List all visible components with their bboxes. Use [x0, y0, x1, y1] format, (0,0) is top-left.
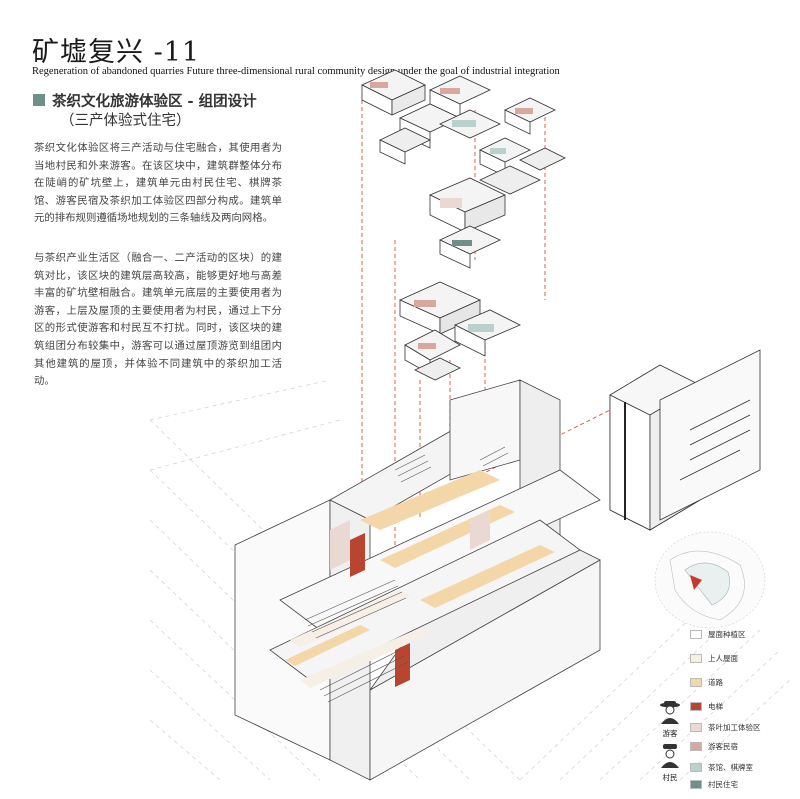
- legend-swatch: [690, 741, 702, 751]
- legend-swatch: [690, 722, 702, 732]
- description-paragraph-1: 茶织文化体验区将三产活动与住宅融合，其使用者为当地村民和外来游客。在该区块中，建…: [34, 142, 282, 225]
- exploded-layer-mid: [429, 165, 541, 269]
- legend-label: 茶馆、棋牌室: [708, 762, 753, 772]
- description-paragraph-2: 与茶织产业生活区（融合一、二产活动的区块）的建筑对比，该区块的建筑层高较高，能够…: [34, 252, 282, 388]
- exploded-layer-top: [361, 69, 566, 177]
- legend-label: 游客民宿: [708, 741, 738, 751]
- page-title: 矿墟复兴 -11: [32, 37, 201, 68]
- legend-swatch: [690, 653, 702, 663]
- page-subtitle: Regeneration of abandoned quarries Futur…: [32, 66, 560, 77]
- section-subtitle: （三产体验式住宅）: [60, 113, 191, 129]
- legend-item: 电梯: [690, 699, 723, 713]
- legend-swatch: [690, 629, 702, 639]
- stairs: [304, 446, 509, 703]
- tourist-icon: [660, 701, 680, 724]
- villager-icon: [661, 744, 679, 768]
- role-label-villager: 村民: [662, 773, 678, 782]
- site-massing: [234, 379, 601, 781]
- legend-label: 电梯: [708, 701, 723, 711]
- legend-label: 村民住宅: [708, 779, 738, 789]
- section-marker: [33, 94, 45, 106]
- role-label-tourist: 游客: [662, 729, 678, 738]
- legend-label: 道路: [708, 677, 723, 687]
- legend-swatch: [690, 701, 702, 711]
- legend-swatch: [690, 762, 702, 772]
- legend-item: 道路: [690, 675, 723, 689]
- enlarged-section: [609, 349, 761, 531]
- legend-label: 屋面种植区: [708, 629, 746, 639]
- legend-item: 茶叶加工体验区: [690, 720, 761, 734]
- site-context-map: [654, 531, 766, 629]
- section-title: 茶织文化旅游体验区 - 组团设计: [52, 94, 257, 110]
- legend-item: 村民住宅: [690, 777, 738, 791]
- legend-item: 屋面种植区: [690, 627, 746, 641]
- legend-label: 上人屋面: [708, 653, 738, 663]
- site-color-fills: [285, 470, 555, 688]
- role-icons: [660, 701, 680, 768]
- legend-swatch: [690, 677, 702, 687]
- legend-swatch: [690, 779, 702, 789]
- legend-item: 上人屋面: [690, 651, 738, 665]
- exploded-layer-low: [399, 281, 521, 381]
- legend-item: 茶馆、棋牌室: [690, 760, 753, 774]
- legend-item: 游客民宿: [690, 739, 738, 753]
- legend-label: 茶叶加工体验区: [708, 722, 761, 732]
